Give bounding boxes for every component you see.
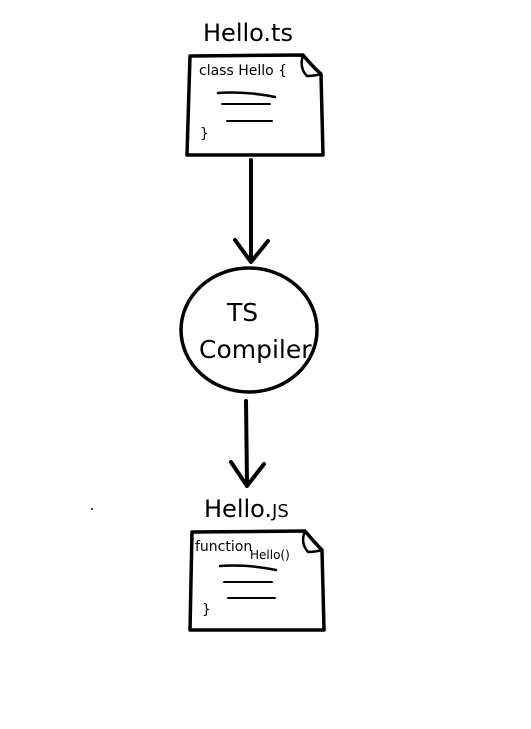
source-file-title: Hello.ts bbox=[203, 19, 293, 47]
source-code-scribble-1 bbox=[216, 91, 277, 99]
arrow-2-shaft bbox=[244, 399, 249, 486]
output-file-document bbox=[188, 529, 326, 632]
compiler-label-line-1: TS bbox=[227, 298, 259, 327]
compiler-label-line-2: Compiler bbox=[199, 335, 312, 364]
output-file-title: Hello.JS bbox=[204, 497, 289, 521]
output-file-title-ext: JS bbox=[272, 501, 289, 522]
output-file-title-base: Hello. bbox=[204, 495, 273, 523]
source-file-dog-ear bbox=[300, 53, 323, 78]
compiler-circle bbox=[179, 266, 319, 394]
output-code-closing-brace: } bbox=[202, 602, 211, 618]
arrow-compiler-to-output bbox=[229, 399, 266, 488]
output-code-function-keyword: function bbox=[195, 539, 253, 555]
stray-dot bbox=[91, 508, 93, 510]
output-code-scribble-1 bbox=[218, 564, 278, 572]
arrow-2-head bbox=[229, 460, 266, 488]
source-code-closing-brace: } bbox=[200, 126, 209, 142]
output-file-dog-ear bbox=[301, 529, 324, 554]
source-code-line-1: class Hello { bbox=[199, 63, 288, 79]
arrow-source-to-compiler bbox=[233, 158, 270, 264]
output-code-function-name: Hello() bbox=[250, 548, 290, 562]
arrow-1-head bbox=[233, 238, 270, 264]
source-file-document bbox=[185, 53, 325, 157]
